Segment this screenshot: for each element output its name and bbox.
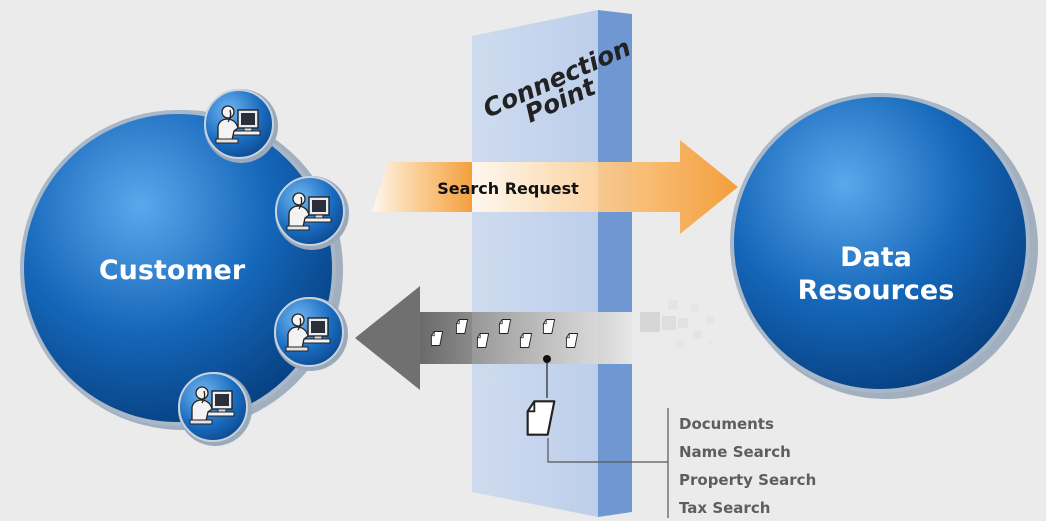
result-item: Property Search [679, 471, 816, 489]
data-resources-node: Data Resources [730, 93, 1038, 399]
result-item: Documents [679, 415, 774, 433]
search-request-arrow [472, 140, 738, 234]
search-request-label: Search Request [437, 179, 579, 198]
customer-label: Customer [99, 255, 246, 286]
user-badge-4 [178, 372, 252, 446]
data-label-line1: Data [840, 242, 912, 273]
results-list: Documents Name Search Property Search Ta… [679, 415, 816, 517]
data-label-line2: Resources [798, 275, 955, 306]
connection-point-panel: Connection Point [472, 10, 635, 517]
user-badge-1 [204, 89, 278, 163]
user-badge-2 [275, 176, 349, 250]
result-item: Tax Search [679, 499, 770, 517]
document-callout [526, 355, 669, 518]
customer-node: Customer [20, 110, 343, 430]
pixel-trail [640, 300, 714, 348]
result-item: Name Search [679, 443, 791, 461]
user-badge-3 [274, 297, 348, 371]
search-request-arrow-tail [372, 162, 472, 212]
